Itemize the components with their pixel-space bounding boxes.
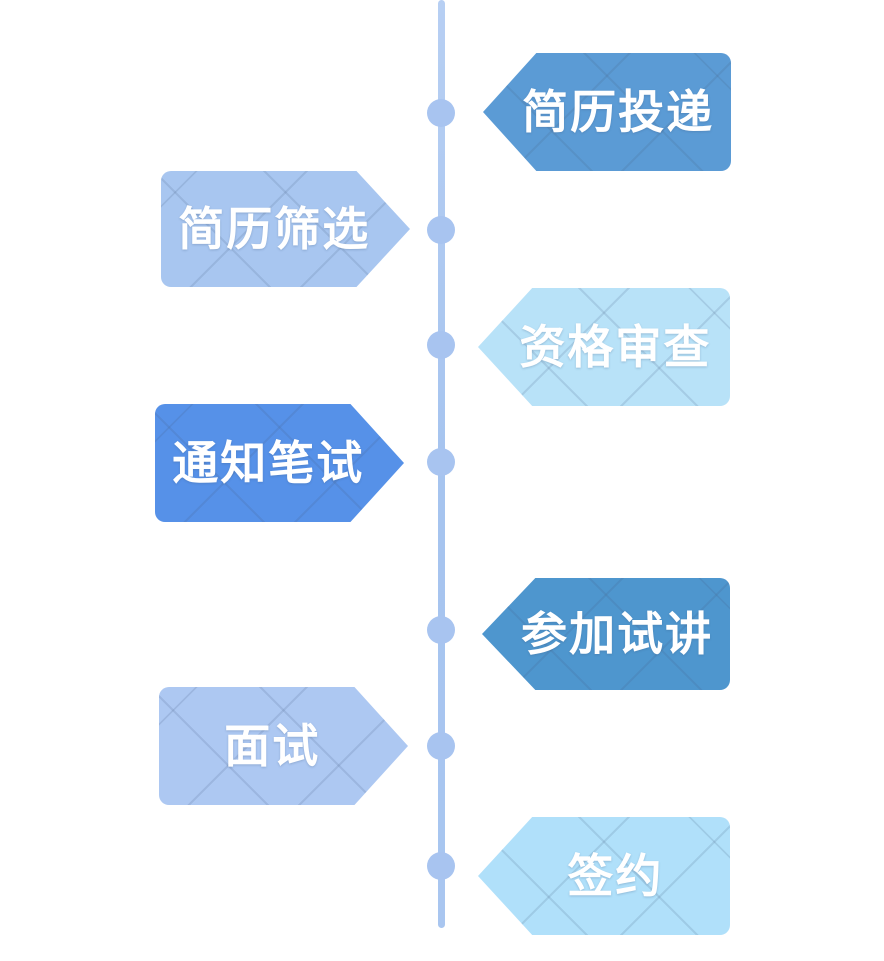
- stage-label: 签约: [567, 850, 664, 902]
- stage-label: 通知笔试: [172, 437, 365, 489]
- timeline-dot: [427, 616, 455, 644]
- stage-label: 参加试讲: [521, 608, 714, 660]
- process-stage-1[interactable]: 简历投递: [483, 53, 731, 171]
- stage-label: 面试: [224, 720, 321, 772]
- process-stage-2[interactable]: 简历筛选: [161, 171, 410, 287]
- process-stage-5[interactable]: 参加试讲: [482, 578, 730, 690]
- timeline-dot: [427, 852, 455, 880]
- timeline-dot: [427, 99, 455, 127]
- stage-chevron-shape: [161, 171, 410, 287]
- stage-chevron-shape: [483, 53, 731, 171]
- process-stage-4[interactable]: 通知笔试: [155, 404, 404, 522]
- stage-chevron-shape: [155, 404, 404, 522]
- stage-chevron-shape: [159, 687, 408, 805]
- stage-chevron-shape: [478, 288, 730, 406]
- stage-chevron-shape: [482, 578, 730, 690]
- timeline-dot: [427, 331, 455, 359]
- timeline-dot: [427, 216, 455, 244]
- stage-label: 资格审查: [519, 321, 712, 373]
- process-stage-6[interactable]: 面试: [159, 687, 408, 805]
- timeline-dot: [427, 448, 455, 476]
- stage-label: 简历投递: [522, 86, 715, 138]
- process-stage-7[interactable]: 签约: [478, 817, 730, 935]
- stage-chevron-shape: [478, 817, 730, 935]
- timeline-dot: [427, 732, 455, 760]
- process-stage-3[interactable]: 资格审查: [478, 288, 730, 406]
- stage-label: 简历筛选: [178, 203, 371, 255]
